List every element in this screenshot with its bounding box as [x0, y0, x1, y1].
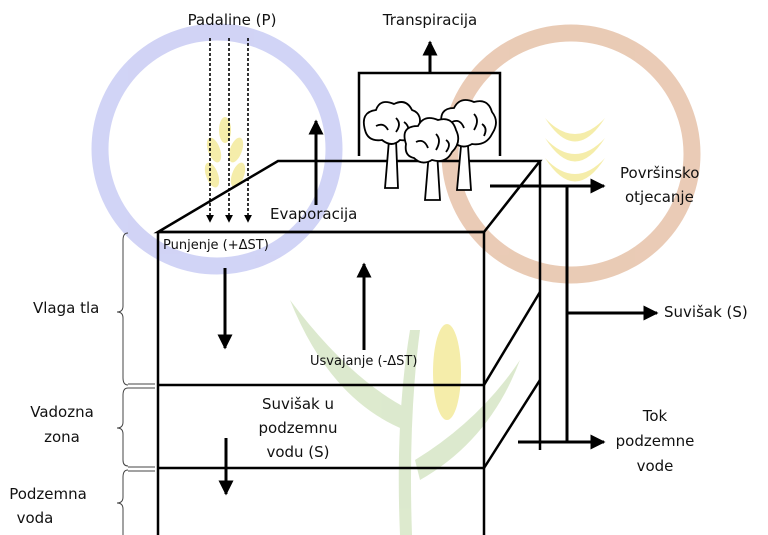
left-braces — [116, 232, 155, 535]
brace-soil-moisture — [116, 232, 129, 386]
surface-runoff-label-line1: Površinsko — [620, 164, 700, 182]
uptake-label: Usvajanje (-ΔST) — [310, 354, 418, 369]
watermark-blue-ring — [91, 23, 343, 275]
layer-line-1-side — [482, 291, 542, 386]
percolation-label-line1: Suvišak u — [261, 395, 335, 413]
excess-label: Suvišak (S) — [664, 303, 748, 321]
percolation-label-line3: vodu (S) — [266, 443, 330, 461]
vadose-zone-label-line2: zona — [44, 428, 80, 446]
soil-block — [153, 159, 543, 535]
flow-arrows — [217, 40, 659, 496]
transpiration-label: Transpiracija — [382, 11, 478, 29]
groundwater-flow-label-line3: vode — [636, 457, 674, 475]
groundwater-label-line1: Podzemna — [9, 485, 87, 503]
precipitation-arrows — [206, 38, 252, 223]
groundwater-flow-label-line1: Tok — [642, 407, 668, 425]
recharge-label: Punjenje (+ΔST) — [163, 238, 269, 253]
layer-line-2-side — [482, 379, 542, 469]
watermark-wheat-icon — [204, 117, 605, 188]
soil-moisture-label: Vlaga tla — [33, 299, 100, 317]
tree-icon — [362, 101, 421, 189]
percolation-label-line2: podzemnu — [258, 419, 338, 437]
groundwater-flow-label-line2: podzemne — [615, 432, 695, 450]
tree-icon — [403, 117, 460, 201]
evaporation-label: Evaporacija — [270, 205, 358, 223]
precipitation-label: Padaline (P) — [187, 11, 277, 29]
groundwater-label-line2: voda — [16, 509, 54, 527]
brace-vadose-zone — [116, 387, 129, 467]
watermark-plant-icon — [290, 300, 520, 535]
brace-groundwater — [116, 469, 129, 535]
vadose-zone-label-line1: Vadozna — [30, 403, 94, 421]
surface-runoff-label-line2: otjecanje — [625, 188, 694, 206]
watermark-logo — [91, 23, 701, 535]
